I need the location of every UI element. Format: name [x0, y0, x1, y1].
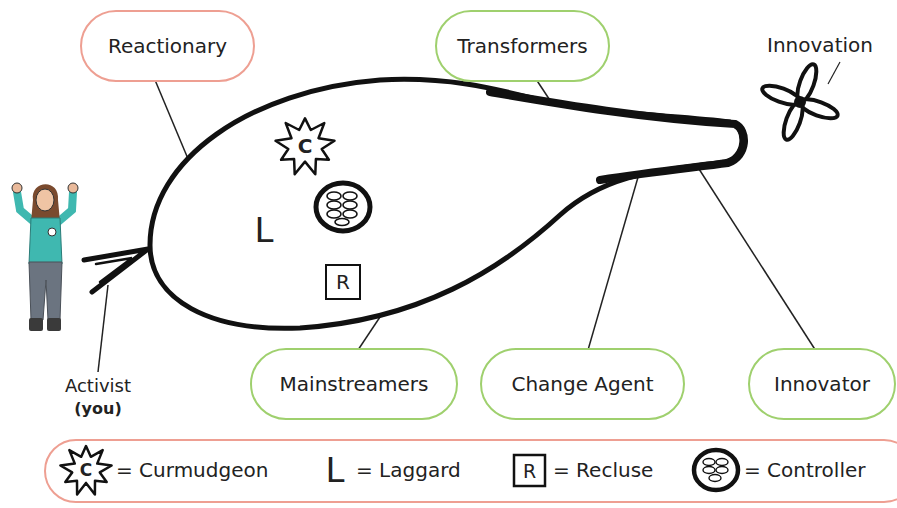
legend-laggard-symbol: L: [318, 448, 352, 492]
controller-scribble: [327, 210, 341, 218]
figure-boot: [47, 318, 61, 331]
figure-boot: [29, 318, 43, 331]
node-text: Transformers: [457, 34, 587, 58]
innovation-flower: [760, 62, 840, 142]
controller-scribble: [343, 210, 357, 218]
star-outline: [276, 118, 335, 174]
laggard-symbol: L: [248, 208, 280, 252]
legend-controller-scribbles: [703, 459, 728, 482]
node-text: Reactionary: [108, 34, 227, 58]
legend-text: = Controller: [744, 455, 866, 485]
figure-pants: [29, 262, 62, 320]
legend-text: = Laggard: [356, 455, 461, 485]
legend-controller-symbol: [694, 450, 738, 490]
group-label-box: Innovator: [748, 348, 896, 420]
flower-center: [796, 98, 804, 106]
innovation-label: Innovation: [755, 30, 885, 60]
controller-scribble: [343, 192, 357, 200]
figure-head: [36, 189, 54, 211]
legend-text: = Recluse: [553, 455, 653, 485]
activist-note: (you): [48, 396, 148, 420]
controller-scribble: [327, 201, 341, 209]
node-text: Innovator: [774, 372, 870, 396]
controller-scribble: [709, 475, 721, 482]
push-mark: [96, 258, 132, 282]
legend-curmudgeon-star: [60, 446, 111, 494]
push-mark: [84, 249, 148, 292]
controller-scribble: [703, 467, 715, 474]
node-text: Mainstreamers: [280, 372, 429, 396]
star-outline: [60, 446, 111, 494]
curmudgeon-star: C: [272, 116, 338, 176]
controller-scribble: [327, 192, 341, 200]
legend-recluse-letter: R: [514, 455, 545, 486]
controller-scribble: [335, 219, 349, 226]
group-label-box: Transformers: [435, 10, 610, 82]
controller-symbol: [316, 183, 370, 231]
figure-badge: [48, 228, 56, 236]
leader-line: [828, 62, 840, 84]
figure-shirt: [29, 218, 62, 264]
legend-recluse-box: [514, 455, 545, 486]
controller-scribble: [716, 467, 728, 474]
controller-scribbles: [327, 192, 357, 226]
activist-figure: [12, 183, 78, 331]
controller-scribble: [703, 459, 715, 466]
legend-text: = Curmudgeon: [116, 455, 268, 485]
legend-star-letter: C: [70, 457, 102, 483]
group-label-box: Mainstreamers: [250, 348, 458, 420]
node-text: Change Agent: [511, 372, 653, 396]
node-text: R: [336, 270, 350, 294]
leader-line: [98, 285, 108, 372]
controller-scribble: [343, 201, 357, 209]
group-label-box: Change Agent: [480, 348, 685, 420]
controller-scribble: [716, 459, 728, 466]
leader-line: [690, 155, 825, 365]
blob-thick-edge: [490, 92, 744, 180]
node-text: C: [298, 134, 313, 158]
legend-frame: [45, 440, 897, 502]
activist-label: Activist: [48, 372, 148, 398]
figure-fist: [68, 183, 78, 193]
recluse-box: R: [325, 264, 361, 300]
group-label-box: Reactionary: [80, 10, 255, 82]
figure-fist: [12, 183, 22, 193]
figure-hair: [31, 184, 60, 222]
